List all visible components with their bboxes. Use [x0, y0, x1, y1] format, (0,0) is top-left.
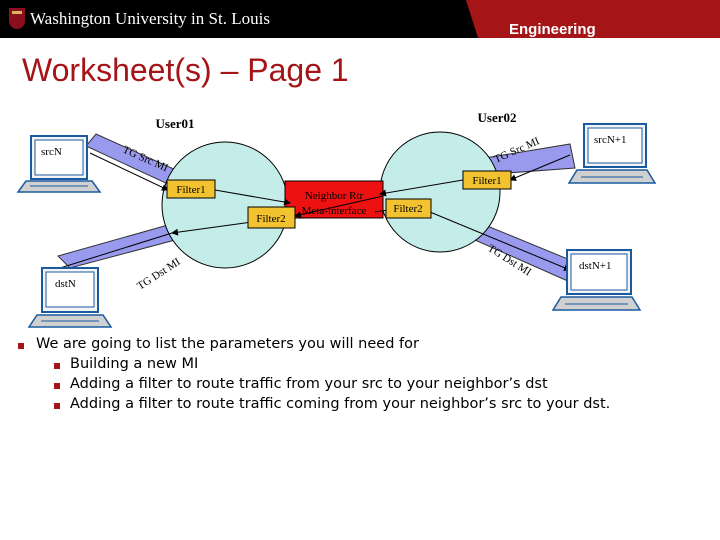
flow-dst-left-to-dstn [59, 232, 173, 269]
tg-dst-mi-band-left [57, 224, 176, 269]
filter1-right-box [462, 170, 512, 190]
bullet-square-icon [54, 363, 60, 369]
university-name: Washington University in St. Louis [30, 9, 270, 28]
user01-router-circle [161, 141, 289, 269]
flow-filter2-to-dstn [171, 221, 253, 236]
dstn-label: dstN [55, 278, 76, 290]
user02-label: User02 [478, 110, 517, 125]
bullet-square-icon [54, 383, 60, 389]
flow-neighbor-to-filter2-left [294, 195, 384, 219]
network-diagram: Neighbor Rtr Meta-interface Filter1 Filt… [16, 110, 657, 328]
bullet-item-filter-dst: Adding a filter to route traffic coming … [18, 396, 708, 412]
bullet-text: Adding a filter to route traffic from yo… [70, 376, 548, 392]
tg-dst-mi-left-label: TG Dst MI [135, 256, 183, 293]
srcn1-label: srcN+1 [594, 134, 626, 146]
flow-srcn-to-filter1 [89, 152, 169, 191]
flow-filter2-right-to-dstn1 [429, 211, 571, 271]
user01-label: User01 [156, 116, 195, 131]
school-name: Engineering [509, 21, 596, 38]
filter1-left-box [166, 179, 216, 199]
computer-dstn1-icon [551, 249, 642, 311]
filter2-right-label: Filter2 [393, 203, 422, 215]
slide-title: Worksheet(s) – Page 1 [22, 52, 349, 88]
bullet-item-new-mi: Building a new MI [18, 356, 708, 372]
filter2-right-box [385, 198, 432, 219]
bullet-text: Building a new MI [70, 356, 199, 372]
bullet-square-icon [18, 343, 24, 349]
university-crest-icon [9, 8, 25, 29]
neighbor-label-line2: Meta-interface [302, 205, 367, 217]
neighbor-label-line1: Neighbor Rtr [305, 190, 364, 202]
bullet-text: Adding a filter to route traffic coming … [70, 396, 611, 412]
flow-srcn1-to-filter1-right [509, 154, 571, 181]
bullet-text: We are going to list the parameters you … [36, 336, 419, 352]
bullet-list: We are going to list the parameters you … [18, 336, 708, 416]
bullet-item-intro: We are going to list the parameters you … [18, 336, 708, 352]
bullet-item-filter-src: Adding a filter to route traffic from yo… [18, 376, 708, 392]
filter2-left-box [247, 206, 296, 229]
computer-dstn-icon [27, 267, 113, 328]
flow-filter1-right-to-neighbor [379, 179, 464, 197]
filter1-right-label: Filter1 [472, 175, 501, 187]
srcn-label: srcN [41, 146, 62, 158]
filter2-left-label: Filter2 [256, 213, 285, 225]
computer-srcn1-icon [567, 123, 657, 184]
engineering-tab [466, 0, 720, 38]
university-bar [0, 0, 475, 38]
filter1-left-label: Filter1 [176, 184, 205, 196]
dstn1-label: dstN+1 [579, 260, 611, 272]
header-bar: Washington University in St. Louis Engin… [0, 0, 720, 38]
bullet-square-icon [54, 403, 60, 409]
computer-srcn-icon [16, 135, 102, 193]
flow-filter1-to-neighbor [214, 189, 291, 206]
